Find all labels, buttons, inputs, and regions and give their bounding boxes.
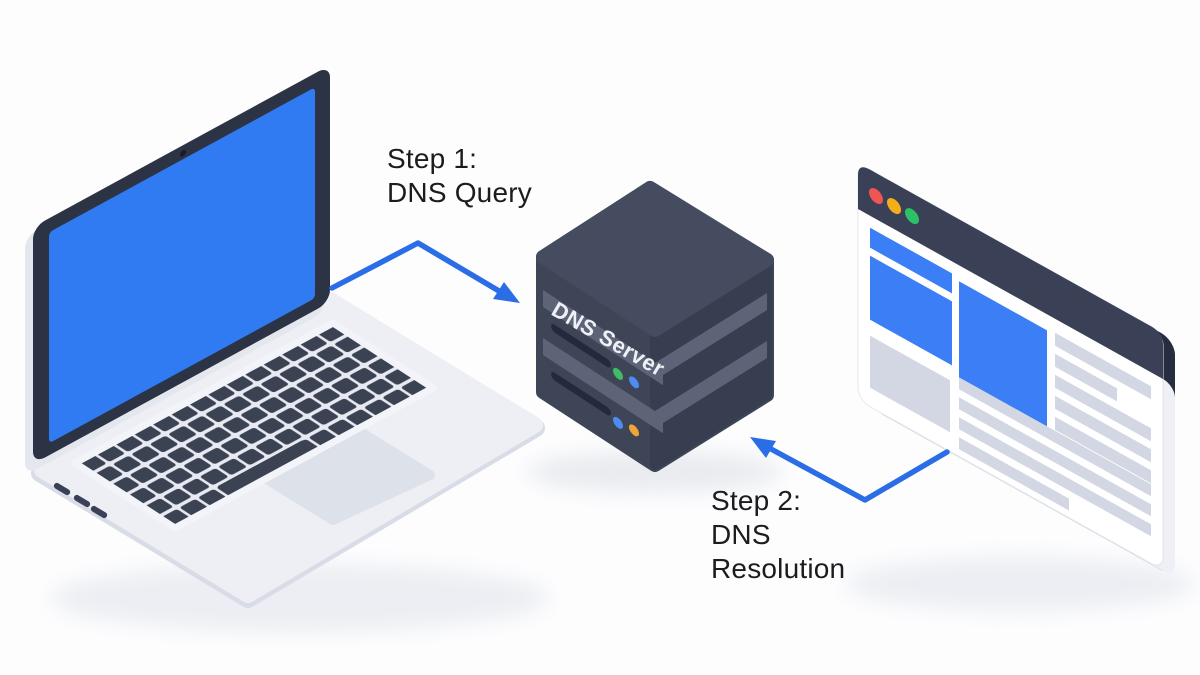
step2-line2: DNS (711, 519, 771, 550)
step2-line1: Step 2: (711, 485, 802, 516)
ground-shadows (50, 451, 1195, 632)
laptop-keyboard[interactable] (71, 319, 437, 532)
led-orange-icon (629, 424, 639, 437)
step1-line2: DNS Query (387, 177, 532, 208)
maximize-dot-icon[interactable] (905, 205, 919, 227)
laptop-ports (53, 482, 108, 519)
led-blue-icon (629, 376, 639, 389)
step2-line3: Resolution (711, 553, 846, 584)
window-titlebar (858, 167, 1163, 379)
content-block-blue (870, 255, 952, 366)
text-line (959, 417, 1151, 537)
spacebar-key (217, 440, 316, 495)
step1-label: Step 1: DNS Query (387, 142, 532, 210)
minimize-dot-icon[interactable] (887, 195, 901, 217)
server-band (543, 284, 663, 386)
step1-line1: Step 1: (387, 143, 478, 174)
text-line (1055, 353, 1117, 402)
laptop-illustration (25, 69, 545, 608)
close-dot-icon[interactable] (869, 185, 883, 207)
browser-shadow (845, 557, 1195, 611)
laptop-screen[interactable] (49, 87, 315, 443)
text-line (959, 437, 1069, 511)
webcam-icon (180, 149, 186, 157)
text-placeholder-lines (959, 332, 1151, 537)
text-line (1055, 332, 1151, 400)
content-block-gray (870, 335, 950, 433)
query-arrowhead-icon (493, 282, 520, 303)
text-line (959, 397, 1151, 517)
port-icon (73, 494, 91, 508)
browser-window-illustration (857, 167, 1175, 573)
flow-arrows (329, 240, 950, 503)
keyboard-keys (75, 323, 433, 528)
led-green-icon (613, 367, 623, 380)
dns-server-illustration: DNS Server (536, 181, 774, 472)
server-shadow (527, 451, 783, 493)
server-slot-icon (551, 372, 611, 416)
query-arrow-line (329, 240, 502, 294)
server-band (543, 332, 663, 434)
led-blue-icon (613, 416, 623, 429)
text-line (1055, 395, 1151, 463)
text-line (1055, 374, 1151, 442)
resolution-arrowhead-icon (750, 437, 776, 458)
content-block-blue (870, 227, 952, 294)
server-top-face (536, 181, 774, 337)
text-line (1055, 416, 1151, 484)
step2-label: Step 2: DNS Resolution (711, 484, 845, 586)
port-icon (53, 482, 71, 496)
port-icon (90, 505, 108, 519)
server-face-details (543, 284, 767, 437)
laptop-shadow (50, 564, 550, 632)
text-line (959, 377, 1151, 497)
server-slot-icon (551, 324, 611, 368)
laptop-lid (25, 69, 330, 471)
resolution-arrow-line (768, 446, 950, 503)
keyboard-frame (71, 319, 437, 532)
server-band (655, 288, 767, 380)
server-band (655, 336, 767, 428)
page-content (870, 227, 1151, 537)
